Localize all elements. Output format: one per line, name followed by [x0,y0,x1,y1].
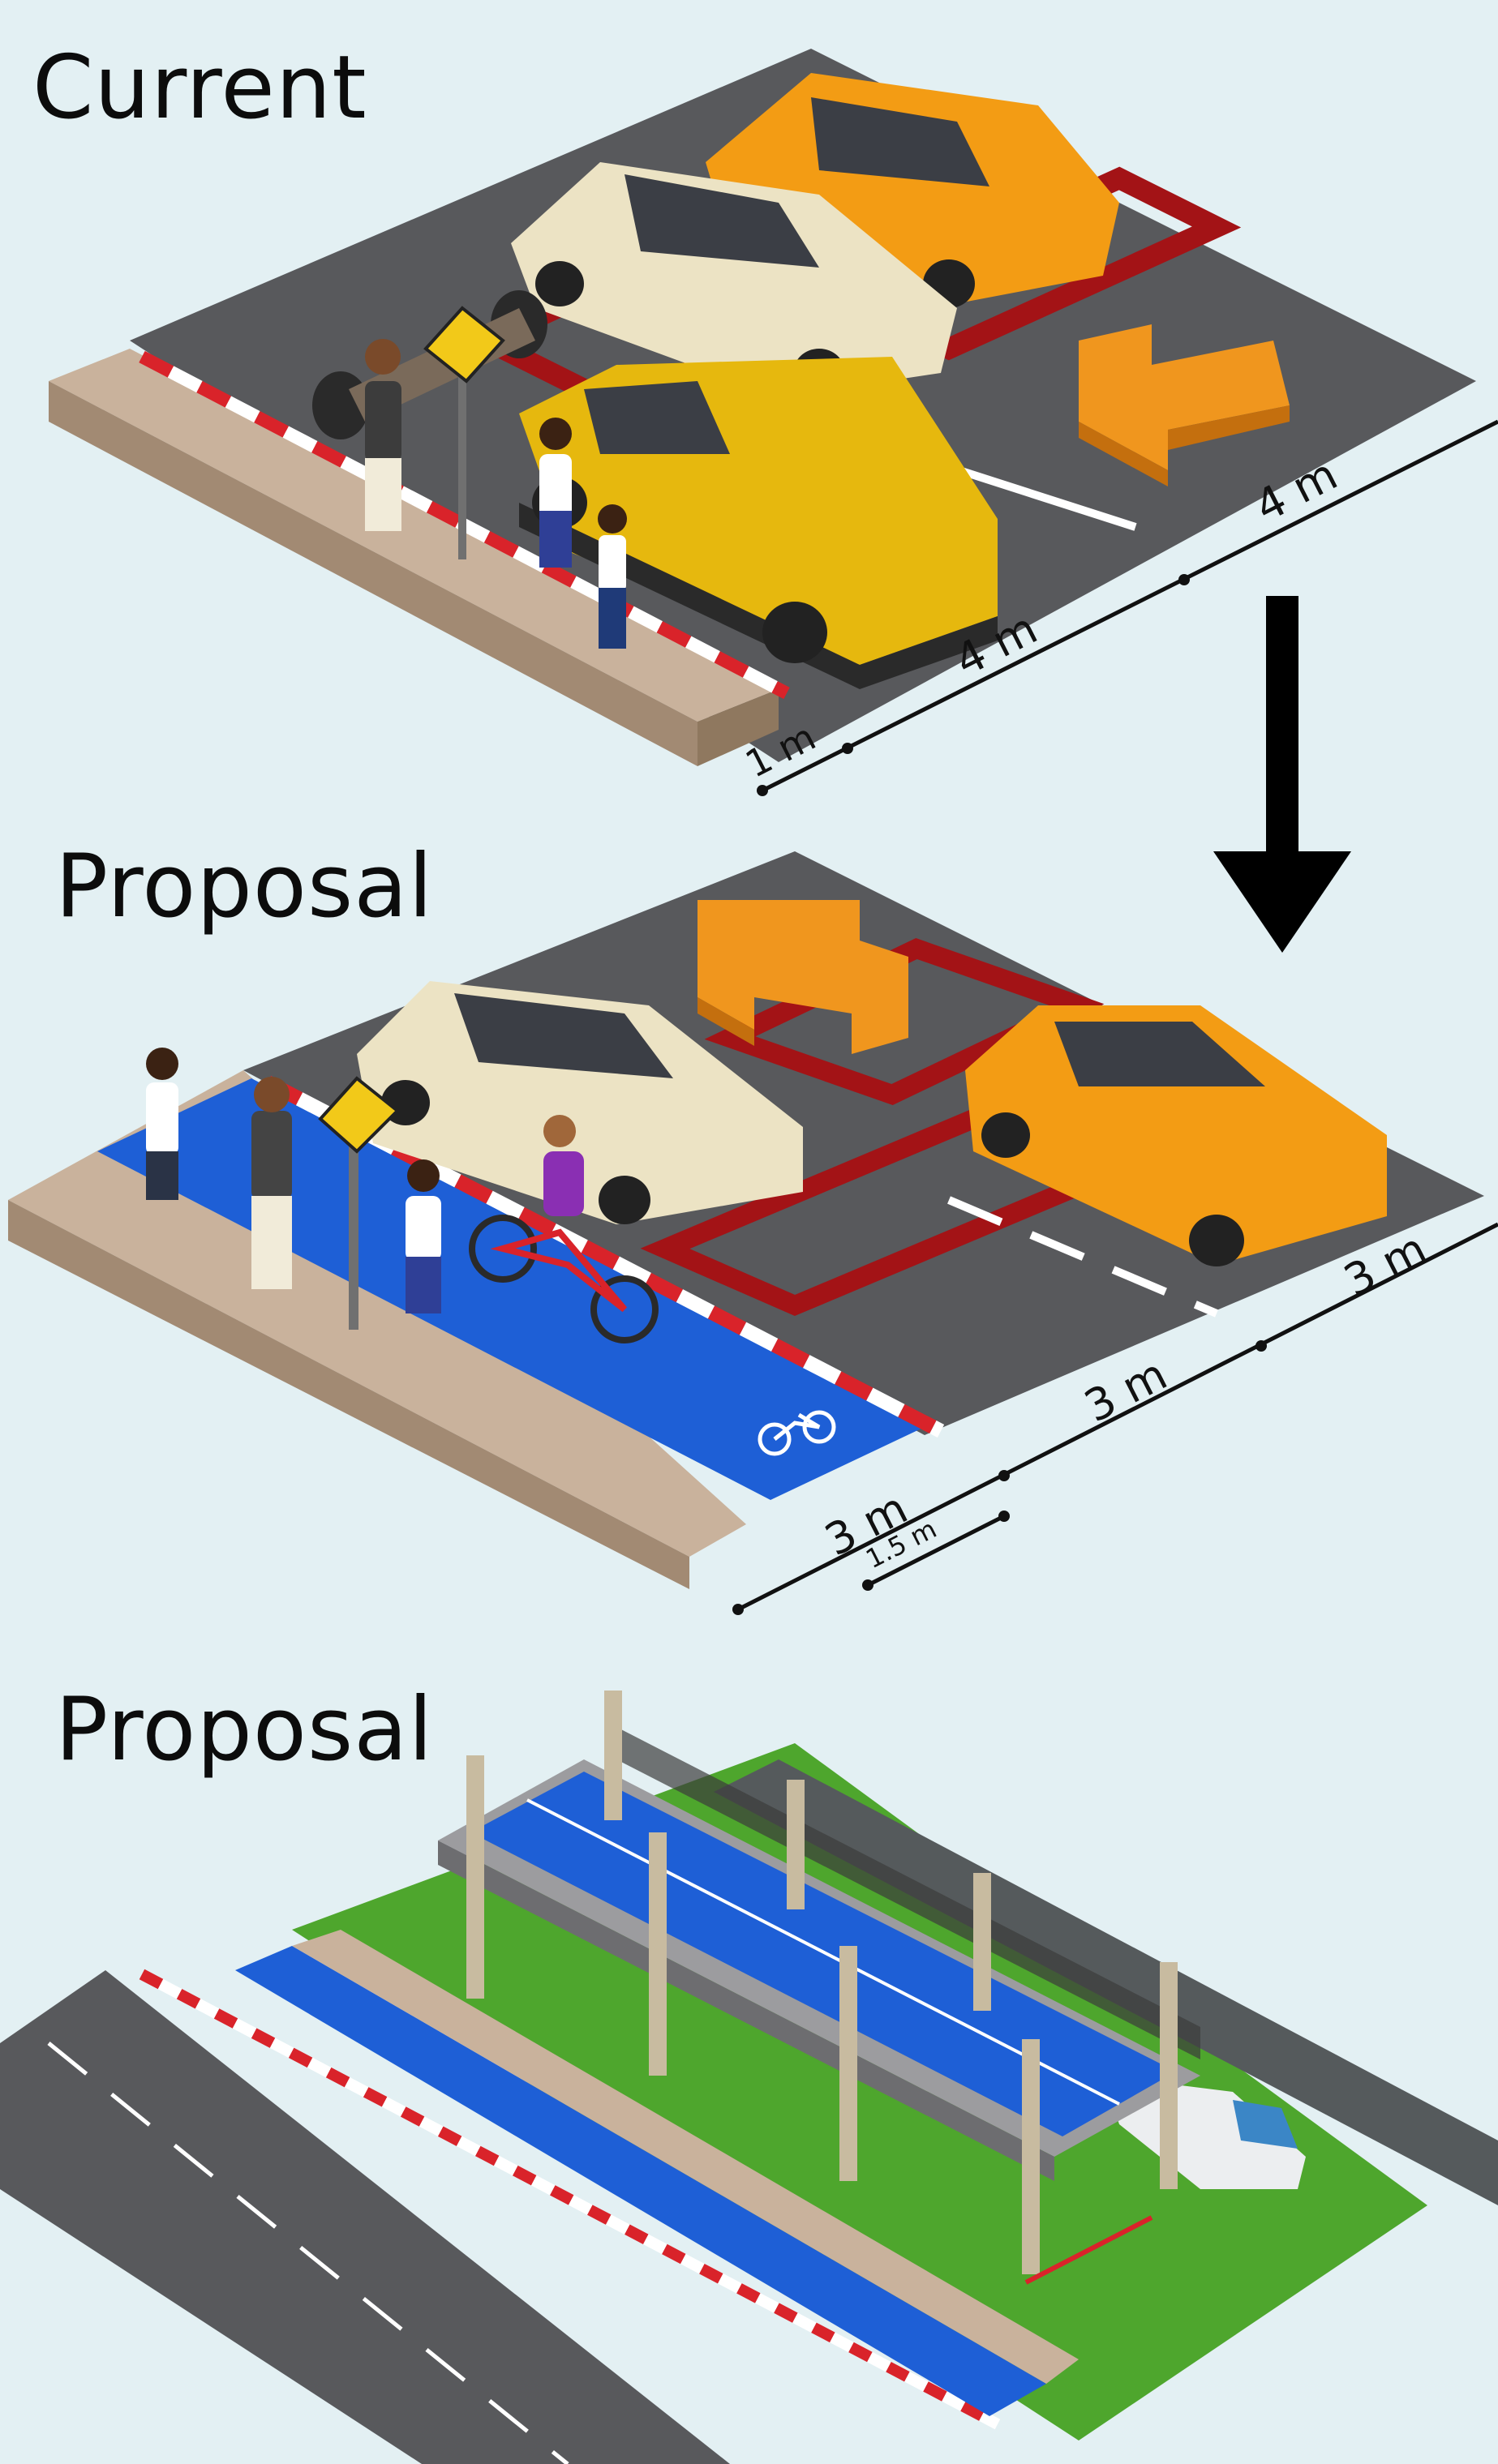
traffic-direction-arrow [697,900,908,1054]
lane-line [47,2042,569,2464]
yellow-van [519,357,998,689]
support-pillars [466,1691,1178,2274]
proposal-street-scene: 3 m 1.5 m 3 m 3 m [8,851,1498,1615]
pedestrian [365,339,401,531]
sidewalk-front [49,381,697,766]
curb-stripe [139,350,790,700]
ground-bike-lane [235,1946,1046,2416]
elevated-deck-side [438,1841,1054,2181]
pedestrian [146,1048,178,1200]
ground-sidewalk [292,1930,1079,2384]
sidewalk [49,349,779,722]
bike-lane [97,1078,925,1500]
elevated-lane-line [526,1798,1120,2106]
lane-line [947,1196,1218,1318]
cyclist [469,1115,659,1343]
railing-fence [616,1727,1200,2059]
school-crossing-sign-icon [423,306,505,559]
curb-stripe-white [139,1969,1001,2430]
elevated-bikeway-scene [0,1691,1498,2464]
orange-car [965,1005,1387,1266]
pedestrian [598,504,627,649]
down-arrow-icon [1213,596,1351,953]
road [0,1970,730,2464]
traffic-direction-arrow [1079,324,1290,486]
sidewalk-front [8,1200,689,1589]
buffer-stripe [264,1076,945,1438]
pedestrian [406,1159,441,1313]
pedestrian [251,1077,292,1289]
train [1103,2076,1306,2189]
white-car [357,981,803,1224]
sidewalk-side [697,689,779,766]
school-crossing-sign-icon [318,1076,400,1330]
heading-current: Current [32,37,367,139]
pedestrian [539,418,572,568]
footprint-marker [1024,2215,1153,2285]
train-window [1233,2100,1298,2149]
heading-proposal-street: Proposal [55,836,434,937]
heading-proposal-elevated: Proposal [55,1679,434,1781]
current-street-scene: 1 m 4 m 4 m [49,49,1498,796]
curb-stripe [139,1969,1001,2430]
bicycle-icon [758,1410,836,1456]
